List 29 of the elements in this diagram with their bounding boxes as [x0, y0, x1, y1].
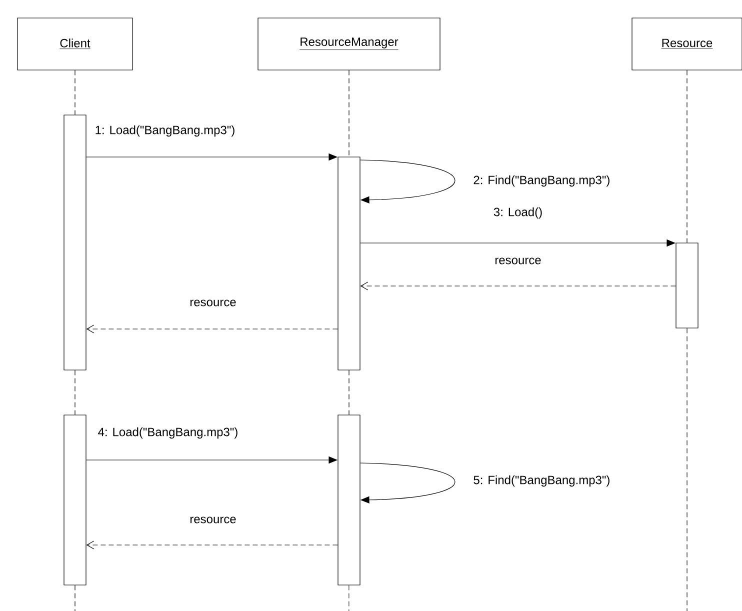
message-label: 3: Load(): [492, 206, 544, 220]
message-label: 1: Load("BangBang.mp3"): [94, 124, 236, 138]
message-label: resource: [188, 516, 238, 524]
return-message-arrow: [360, 282, 676, 290]
lifeline: [74, 70, 76, 115]
lifeline: [348, 585, 350, 611]
return-message-arrow: [86, 540, 338, 550]
message-label: resource: [494, 256, 542, 266]
lifeline: [686, 70, 688, 243]
lifeline-header-box: Resource: [632, 18, 742, 70]
message-label: resource: [188, 298, 238, 308]
lifeline: [348, 370, 350, 415]
self-message-arrow: [360, 160, 456, 204]
lifeline: [74, 370, 76, 415]
activation-bar: [64, 414, 86, 586]
message-label: 4: Load("BangBang.mp3"): [96, 426, 240, 440]
activation-bar: [676, 242, 698, 328]
lifeline: [686, 328, 688, 611]
lifeline-header-box: ResourceManager: [258, 18, 440, 70]
activation-bar: [338, 414, 360, 586]
lifeline-header-box: Client: [17, 18, 133, 70]
return-message-arrow: [86, 324, 338, 334]
message-label: 2: Find("BangBang.mp3"): [472, 174, 612, 188]
lifeline: [74, 585, 76, 611]
message-label: 5: Find("BangBang.mp3"): [472, 474, 612, 488]
activation-bar: [338, 156, 360, 370]
self-message-arrow: [360, 462, 456, 504]
lifeline: [348, 70, 350, 157]
activation-bar: [64, 114, 86, 370]
